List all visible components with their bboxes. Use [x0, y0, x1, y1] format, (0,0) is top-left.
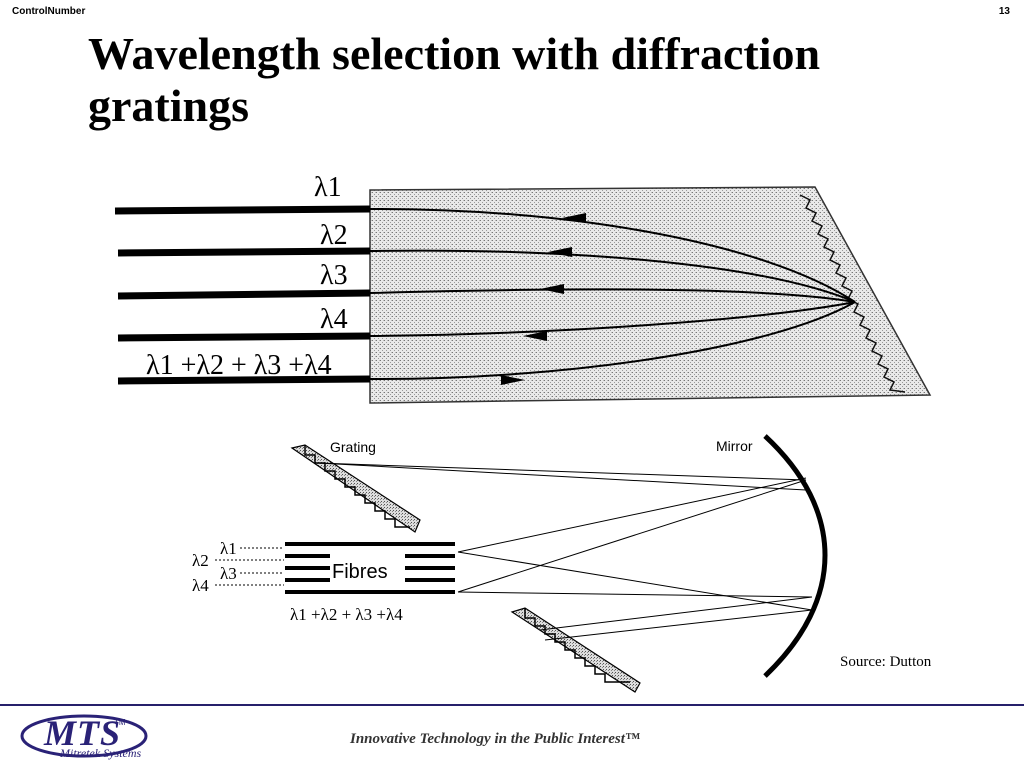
grating-diagrams: λ1 λ2 λ3 λ4 λ1 +λ2 + λ3 +λ4 Grating Mirr…: [114, 172, 932, 693]
footer-divider: [0, 704, 1024, 706]
bottom-label-lambda-2: λ2: [192, 551, 209, 570]
logo-trademark: TM: [114, 718, 126, 727]
ray-arrows: [501, 213, 586, 385]
upper-grating: [290, 444, 421, 533]
concave-mirror: [763, 434, 828, 678]
top-grating-diagram: λ1 λ2 λ3 λ4 λ1 +λ2 + λ3 +λ4: [114, 172, 932, 404]
bottom-grating-diagram: Grating Mirror Fibres λ1 λ2: [192, 434, 828, 693]
mts-logo-swoosh: [20, 714, 148, 758]
label-lambda-4: λ4: [320, 304, 348, 335]
rays: [369, 207, 856, 381]
fibre-bundle: [285, 542, 455, 594]
label-lambda-3: λ3: [320, 260, 348, 291]
beam-lines: [317, 462, 813, 641]
source-credit: Source: Dutton: [840, 654, 932, 670]
bottom-label-lambda-1: λ1: [220, 539, 237, 558]
prism-block: [369, 186, 932, 404]
top-wavelength-labels: λ1 λ2 λ3 λ4 λ1 +λ2 + λ3 +λ4: [146, 172, 348, 381]
bottom-label-lambda-3: λ3: [220, 564, 237, 583]
label-lambda-2: λ2: [320, 220, 348, 251]
bottom-label-lambda-4: λ4: [192, 576, 209, 595]
logo-subtitle: Mitretek Systems: [60, 746, 142, 760]
label-combined: λ1 +λ2 + λ3 +λ4: [146, 350, 332, 381]
lower-grating-steps: [524, 608, 630, 683]
bottom-wavelength-labels: λ1 λ2 λ3 λ4 λ1 +λ2 + λ3 +λ4: [192, 539, 403, 624]
slide-title: Wavelength selection with diffraction gr…: [88, 28, 821, 131]
mirror-label: Mirror: [716, 438, 753, 454]
label-lambda-1: λ1: [314, 172, 342, 203]
bottom-label-combined: λ1 +λ2 + λ3 +λ4: [290, 605, 403, 624]
mts-logo: MTS: [44, 713, 122, 753]
fibres-label: Fibres: [332, 561, 388, 583]
page-number: 13: [998, 6, 1010, 17]
grating-label: Grating: [330, 439, 376, 455]
control-number: ControlNumber: [12, 6, 86, 17]
grating-teeth: [799, 194, 906, 393]
footer-tagline: Innovative Technology in the Public Inte…: [350, 731, 640, 747]
input-fibres: [114, 205, 371, 385]
input-dotted-lines: [215, 547, 284, 586]
